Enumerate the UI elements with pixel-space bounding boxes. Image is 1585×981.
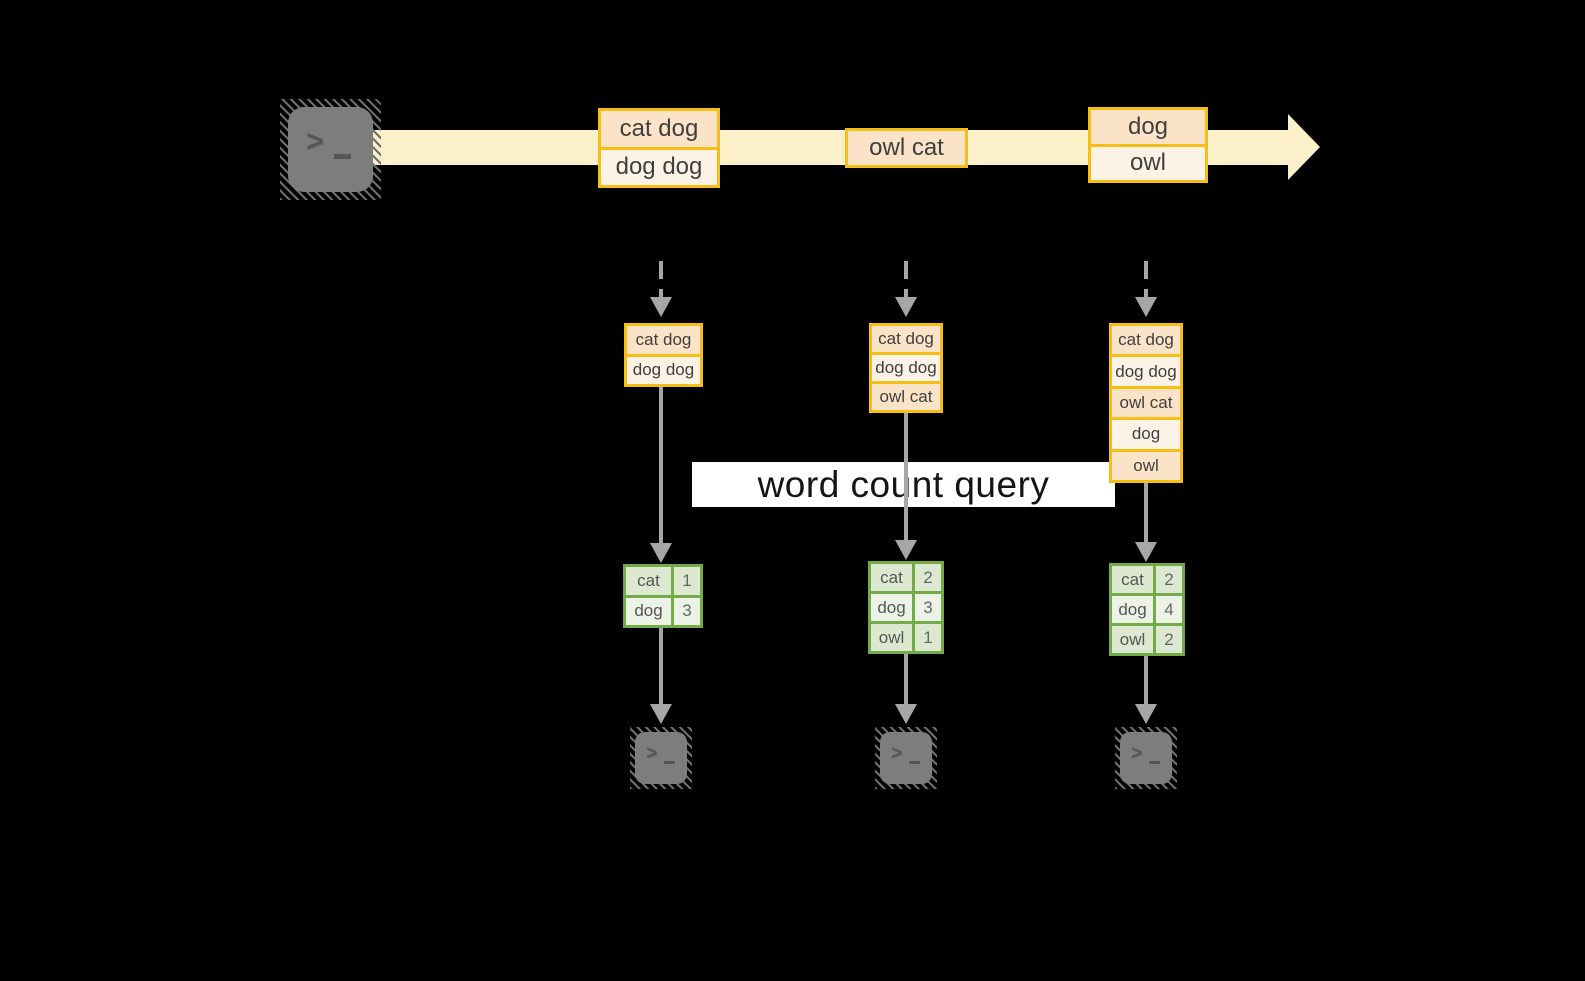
word-cell: owl bbox=[1112, 626, 1156, 653]
word-cell: dog bbox=[1112, 596, 1156, 623]
terminal-icon-body: > bbox=[288, 107, 373, 192]
word-cell: owl bbox=[871, 624, 915, 651]
stream-batch-box: owl cat bbox=[845, 128, 968, 168]
sink-terminal-icon: > bbox=[630, 727, 692, 789]
arrow-head-icon bbox=[1135, 542, 1157, 562]
arrow-head-icon bbox=[650, 704, 672, 724]
dashed-arrow-line bbox=[659, 261, 663, 297]
count-cell: 2 bbox=[1156, 626, 1182, 653]
sink-arrow-line bbox=[659, 628, 663, 704]
batch-entry: owl cat bbox=[848, 131, 965, 165]
state-row: owl cat bbox=[1112, 385, 1180, 418]
word-cell: cat bbox=[871, 564, 915, 591]
prompt-cursor-icon bbox=[334, 154, 352, 160]
batch-entry: dog dog bbox=[601, 146, 717, 185]
terminal-icon-body: > bbox=[1120, 732, 1172, 784]
arrow-head-icon bbox=[1135, 297, 1157, 317]
count-cell: 2 bbox=[1156, 566, 1182, 593]
prompt-chevron-icon: > bbox=[306, 125, 324, 159]
query-arrow-line bbox=[659, 387, 663, 543]
sink-arrow-line bbox=[904, 654, 908, 704]
dashed-arrow-line bbox=[1144, 261, 1148, 297]
arrow-head-icon bbox=[650, 543, 672, 563]
state-row: cat dog bbox=[872, 326, 940, 352]
query-arrow-line bbox=[1144, 483, 1148, 542]
word-cell: cat bbox=[626, 567, 674, 595]
arrow-head-icon bbox=[895, 297, 917, 317]
terminal-icon-body: > bbox=[635, 732, 687, 784]
state-row: cat dog bbox=[1112, 326, 1180, 355]
state-row: owl bbox=[1112, 448, 1180, 481]
sink-terminal-icon: > bbox=[875, 727, 937, 789]
source-terminal-icon: > bbox=[280, 99, 381, 200]
prompt-cursor-icon bbox=[663, 761, 675, 765]
arrow-head-icon bbox=[895, 540, 917, 560]
count-cell: 1 bbox=[674, 567, 700, 595]
state-row: dog bbox=[1112, 417, 1180, 449]
sink-terminal-icon: > bbox=[1115, 727, 1177, 789]
prompt-cursor-icon bbox=[1148, 761, 1160, 765]
batch-entry: cat dog bbox=[601, 111, 717, 147]
word-cell: cat bbox=[1112, 566, 1156, 593]
query-arrow-line bbox=[904, 413, 908, 540]
count-cell: 1 bbox=[915, 624, 941, 651]
state-row: owl cat bbox=[872, 381, 940, 410]
word-cell: dog bbox=[871, 594, 915, 621]
terminal-icon-body: > bbox=[880, 732, 932, 784]
word-cell: dog bbox=[626, 597, 674, 625]
count-cell: 2 bbox=[915, 564, 941, 591]
prompt-chevron-icon: > bbox=[891, 743, 903, 765]
arrow-head-icon bbox=[895, 704, 917, 724]
sink-arrow-line bbox=[1144, 656, 1148, 704]
batch-entry: owl bbox=[1091, 143, 1205, 180]
arrow-head-icon bbox=[650, 297, 672, 317]
prompt-chevron-icon: > bbox=[646, 743, 658, 765]
count-cell: 4 bbox=[1156, 596, 1182, 623]
count-cell: 3 bbox=[674, 597, 700, 625]
stream-arrowhead bbox=[1288, 114, 1320, 180]
arrow-head-icon bbox=[1135, 704, 1157, 724]
dashed-arrow-line bbox=[904, 261, 908, 297]
state-row: dog dog bbox=[627, 353, 700, 384]
prompt-cursor-icon bbox=[908, 761, 920, 765]
state-row: cat dog bbox=[627, 326, 700, 354]
prompt-chevron-icon: > bbox=[1131, 743, 1143, 765]
count-cell: 3 bbox=[915, 594, 941, 621]
state-row: dog dog bbox=[1112, 354, 1180, 386]
batch-entry: dog bbox=[1091, 110, 1205, 144]
query-label: word count query bbox=[692, 462, 1115, 507]
state-row: dog dog bbox=[872, 352, 940, 381]
